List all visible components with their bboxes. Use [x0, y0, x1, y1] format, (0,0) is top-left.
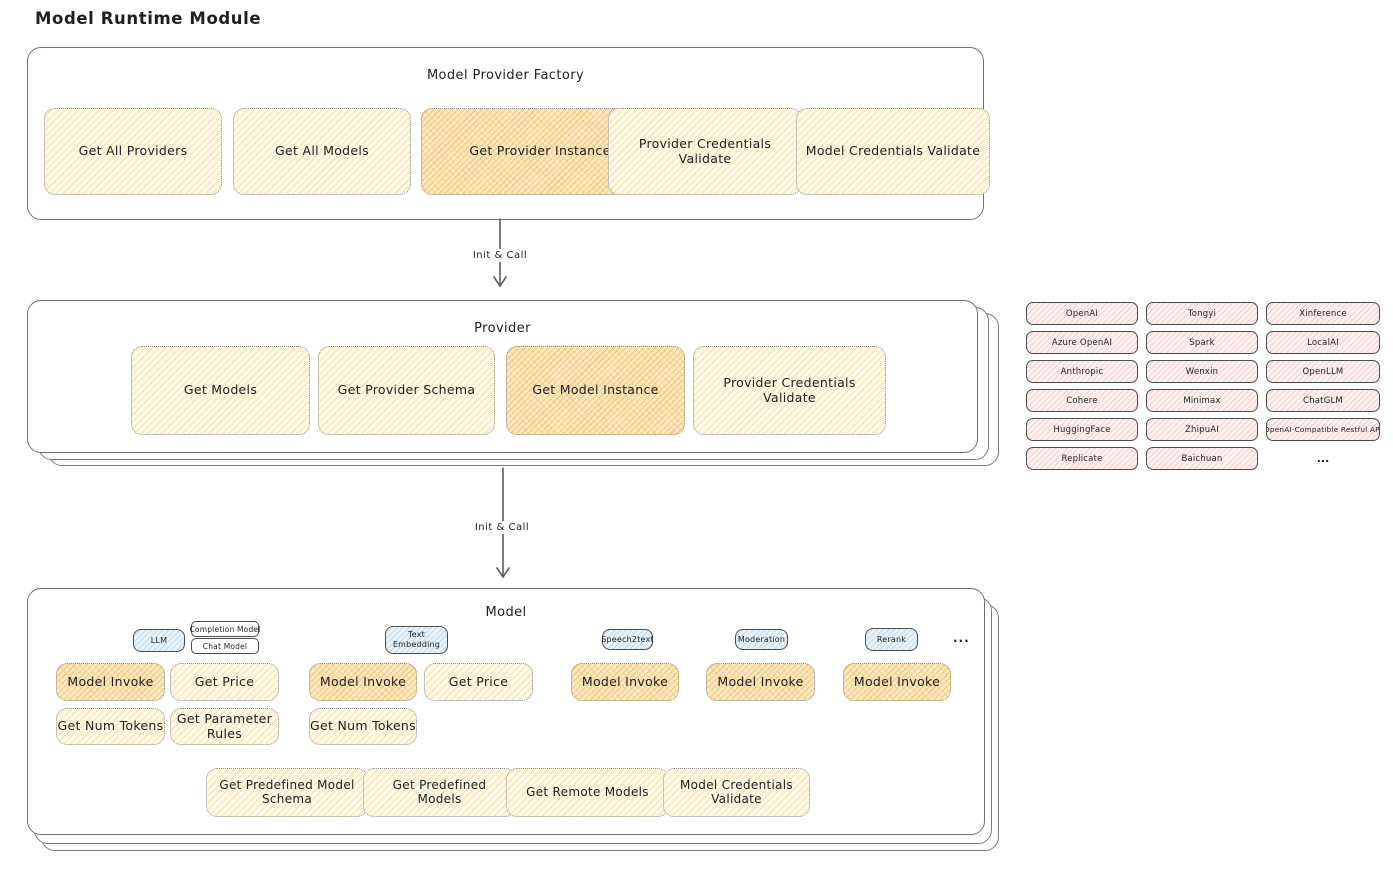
tab-rerank: Rerank: [865, 628, 918, 651]
tab-completion-model: Completion Model: [189, 621, 260, 637]
provider-pill-chatglm: ChatGLM: [1266, 389, 1380, 412]
factory-section: Model Provider Factory Get All Providers…: [27, 47, 990, 220]
model-section: Model LLM Completion Model Chat Model Te…: [27, 588, 985, 835]
provider-pill-tongyi: Tongyi: [1146, 302, 1258, 325]
tab-text-embedding: Text Embedding: [385, 626, 448, 654]
provider-pill-huggingface: HuggingFace: [1026, 418, 1138, 441]
init-call-label-2: Init & Call: [459, 521, 545, 534]
provider-pill-minimax: Minimax: [1146, 389, 1258, 412]
init-call-label-1: Init & Call: [457, 249, 543, 262]
get-remote-models-box: Get Remote Models: [506, 768, 669, 817]
provider-pill-localai: LocalAI: [1266, 331, 1380, 354]
provider-pill-openai: OpenAI: [1026, 302, 1138, 325]
factory-section-title: Model Provider Factory: [426, 68, 585, 83]
factory-box-get-all-providers: Get All Providers: [44, 108, 222, 195]
llm-get-num-tokens-box: Get Num Tokens: [56, 708, 165, 745]
tab-chat-model: Chat Model: [191, 638, 259, 654]
tab-moderation: Moderation: [735, 629, 788, 650]
provider-pill-azure-openai: Azure OpenAI: [1026, 331, 1138, 354]
model-credentials-validate-box: Model Credentials Validate: [663, 768, 810, 817]
provider-pill-zhipuai: ZhipuAI: [1146, 418, 1258, 441]
provider-section-title: Provider: [474, 321, 531, 336]
provider-pill-more-ellipsis: ...: [1316, 452, 1330, 465]
provider-pill-openllm: OpenLLM: [1266, 360, 1380, 383]
text-embedding-model-invoke-box: Model Invoke: [309, 663, 417, 701]
provider-box-get-models: Get Models: [131, 346, 310, 435]
text-embedding-get-num-tokens-box: Get Num Tokens: [309, 708, 417, 745]
llm-model-invoke-box: Model Invoke: [56, 663, 165, 701]
tab-llm: LLM: [133, 629, 185, 652]
factory-box-get-provider-instance: Get Provider Instance: [421, 108, 659, 195]
factory-box-model-credentials-validate: Model Credentials Validate: [796, 108, 990, 195]
moderation-model-invoke-box: Model Invoke: [706, 663, 815, 701]
speech2text-model-invoke-box: Model Invoke: [571, 663, 679, 701]
provider-box-provider-credentials-validate: Provider Credentials Validate: [693, 346, 886, 435]
tab-speech2text: Speech2text: [601, 629, 654, 650]
factory-box-get-all-models: Get All Models: [233, 108, 411, 195]
tabs-more-ellipsis: ...: [953, 631, 970, 645]
provider-pill-replicate: Replicate: [1026, 447, 1138, 470]
get-predefined-models-box: Get Predefined Models: [363, 768, 516, 817]
provider-pill-spark: Spark: [1146, 331, 1258, 354]
provider-pill-baichuan: Baichuan: [1146, 447, 1258, 470]
rerank-model-invoke-box: Model Invoke: [843, 663, 951, 701]
factory-box-provider-credentials-validate: Provider Credentials Validate: [608, 108, 802, 195]
get-predefined-model-schema-box: Get Predefined Model Schema: [206, 768, 368, 817]
provider-pill-openai-compatible-restful-api: OpenAI-Compatible Restful API: [1266, 418, 1380, 441]
llm-get-parameter-rules-box: Get Parameter Rules: [170, 708, 279, 745]
provider-pill-anthropic: Anthropic: [1026, 360, 1138, 383]
provider-pill-wenxin: Wenxin: [1146, 360, 1258, 383]
provider-pill-cohere: Cohere: [1026, 389, 1138, 412]
provider-section: Provider Get Models Get Provider Schema …: [27, 300, 978, 453]
text-embedding-get-price-box: Get Price: [424, 663, 533, 701]
provider-pill-xinference: Xinference: [1266, 302, 1380, 325]
provider-box-get-model-instance: Get Model Instance: [506, 346, 685, 435]
provider-implementations-grid: OpenAI Tongyi Xinference Azure OpenAI Sp…: [1026, 302, 1380, 470]
llm-get-price-box: Get Price: [170, 663, 279, 701]
model-section-title: Model: [485, 605, 527, 620]
provider-box-get-provider-schema: Get Provider Schema: [318, 346, 495, 435]
page-title: Model Runtime Module: [35, 9, 262, 28]
